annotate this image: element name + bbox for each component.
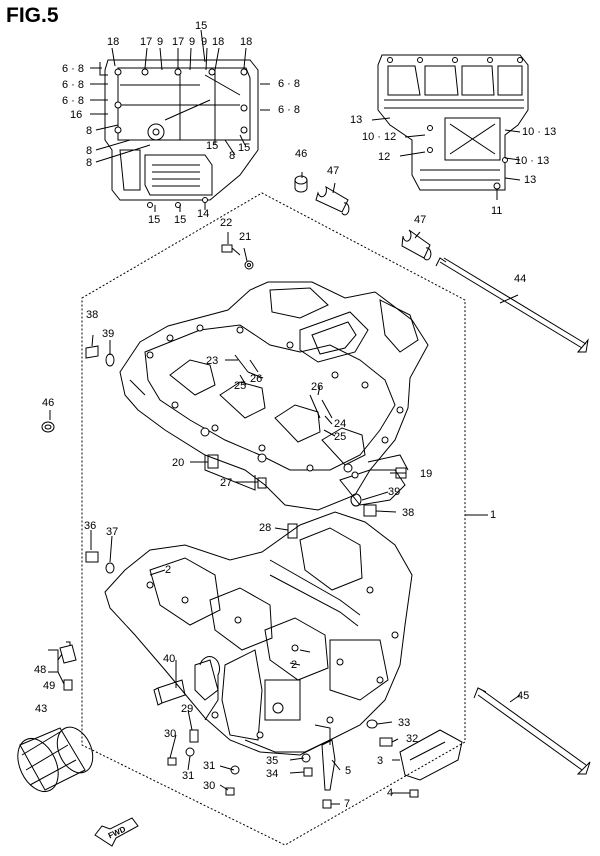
upper-case-inset-view	[371, 54, 529, 200]
callout-29: 29	[181, 703, 194, 715]
callout-7: 7	[344, 798, 351, 810]
callout-26b: 26	[311, 381, 324, 393]
callout-27: 27	[220, 477, 233, 489]
callout-12: 12	[378, 151, 391, 163]
fwd-arrow	[94, 817, 139, 847]
callout-10-12: 10 · 12	[362, 131, 397, 143]
callout-35: 35	[266, 755, 279, 767]
callout-39b: 39	[388, 486, 401, 498]
callout-25a: 25	[234, 380, 247, 392]
callout-13a: 13	[350, 114, 363, 126]
callout-17a: 17	[140, 36, 153, 48]
callout-43: 43	[35, 703, 48, 715]
callout-8c: 8	[86, 157, 93, 169]
callout-47b: 47	[414, 214, 427, 226]
callout-2a: 2	[165, 564, 172, 576]
callout-8d: 8	[229, 150, 236, 162]
callout-4: 4	[387, 787, 394, 799]
callout-36: 36	[84, 520, 97, 532]
callout-22: 22	[220, 217, 233, 229]
small-parts	[17, 175, 591, 847]
callout-17b: 17	[172, 36, 185, 48]
callout-14: 14	[197, 208, 210, 220]
callout-18c: 18	[240, 36, 253, 48]
callout-20: 20	[172, 457, 185, 469]
lower-case-bottom-view	[90, 29, 270, 212]
callout-8a: 8	[86, 125, 93, 137]
callout-38a: 38	[86, 309, 99, 321]
callout-46a: 46	[295, 148, 308, 160]
callout-11: 11	[491, 205, 503, 217]
figure-title: FIG.5	[6, 4, 59, 27]
callout-33: 33	[398, 717, 411, 729]
callout-26a: 26	[250, 373, 263, 385]
callout-18b: 18	[212, 36, 225, 48]
callout-46b: 46	[42, 397, 55, 409]
exploded-box-outline	[81, 192, 466, 846]
callout-5: 5	[345, 765, 352, 777]
callout-39a: 39	[102, 328, 115, 340]
callout-18a: 18	[107, 36, 120, 48]
callout-34: 34	[266, 768, 279, 780]
callout-9c: 9	[201, 36, 208, 48]
callout-1: 1	[490, 509, 497, 521]
leader-lines	[48, 172, 521, 805]
callout-6-8d: 6 · 8	[278, 78, 301, 90]
callout-31b: 31	[203, 760, 216, 772]
callout-9b: 9	[189, 36, 196, 48]
callout-15c: 15	[238, 142, 251, 154]
callout-13b: 13	[524, 174, 537, 186]
callout-8b: 8	[86, 145, 93, 157]
callout-10-13a: 10 · 13	[522, 126, 557, 138]
upper-crankcase	[119, 281, 429, 511]
callout-6-8e: 6 · 8	[278, 104, 301, 116]
callout-9a: 9	[157, 36, 164, 48]
callout-6-8a: 6 · 8	[62, 63, 85, 75]
callout-38b: 38	[402, 507, 415, 519]
callout-44: 44	[514, 273, 527, 285]
callout-30b: 30	[203, 780, 216, 792]
callout-28: 28	[259, 522, 272, 534]
callout-47a: 47	[327, 165, 340, 177]
callout-23: 23	[206, 355, 219, 367]
callout-19: 19	[420, 468, 433, 480]
callout-15a: 15	[195, 20, 208, 32]
callout-30a: 30	[164, 728, 177, 740]
callout-6-8b: 6 · 8	[62, 79, 85, 91]
callout-10-13b: 10 · 13	[515, 155, 550, 167]
callout-40: 40	[163, 653, 176, 665]
lower-crankcase	[104, 511, 413, 756]
callout-32: 32	[406, 733, 419, 745]
callout-25b: 25	[334, 431, 347, 443]
callout-15e: 15	[174, 214, 187, 226]
callout-21: 21	[239, 231, 252, 243]
callout-37: 37	[106, 526, 119, 538]
callout-15b: 15	[206, 140, 219, 152]
callout-16: 16	[70, 109, 83, 121]
callout-15d: 15	[148, 214, 161, 226]
callout-2b: 2	[291, 659, 298, 671]
oil-filter	[17, 726, 94, 792]
callout-45: 45	[517, 690, 530, 702]
callout-48: 48	[34, 664, 47, 676]
callout-49: 49	[43, 680, 56, 692]
callout-6-8c: 6 · 8	[62, 95, 85, 107]
callout-24: 24	[334, 418, 347, 430]
callout-31a: 31	[182, 770, 195, 782]
callout-3: 3	[377, 755, 384, 767]
